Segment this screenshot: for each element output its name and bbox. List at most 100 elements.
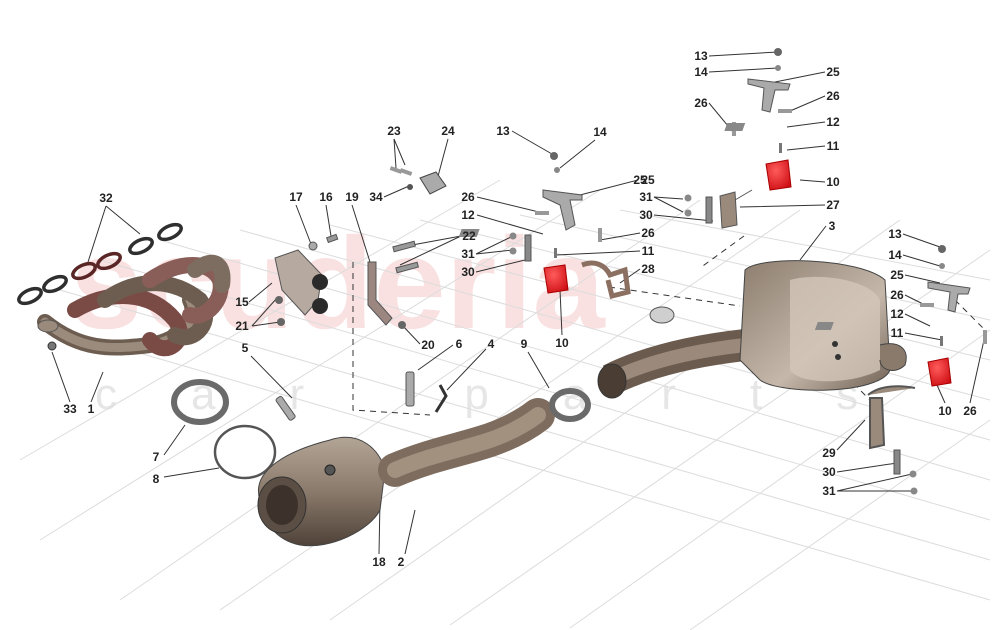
plate-12-top: [724, 123, 746, 131]
washer-14-top: [775, 65, 781, 71]
sealing-ring-8: [213, 424, 277, 480]
rubber-mount-10-right: [927, 357, 952, 387]
washer-14-right: [939, 263, 945, 269]
sensor-bracket-24: [419, 171, 447, 195]
callout-part-32[interactable]: 32: [99, 191, 113, 205]
callout-part-26[interactable]: 26: [461, 190, 475, 204]
callout-part-13[interactable]: 13: [496, 124, 510, 138]
leader-lines: [51, 51, 986, 555]
callout-part-15[interactable]: 15: [235, 295, 249, 309]
callout-part-20[interactable]: 20: [421, 338, 435, 352]
callout-part-10[interactable]: 10: [938, 404, 952, 418]
callout-part-26[interactable]: 26: [694, 96, 708, 110]
nut-31-center-b: [509, 247, 517, 255]
callout-part-12[interactable]: 12: [461, 208, 475, 222]
callout-part-9[interactable]: 9: [520, 337, 528, 351]
callout-part-14[interactable]: 14: [694, 65, 708, 79]
callout-part-16[interactable]: 16: [319, 190, 333, 204]
hanger-bracket-25-center: [542, 189, 583, 231]
vacuum-actuator: [649, 306, 675, 324]
nut-31-top-a: [684, 194, 692, 202]
catalyst-body: [257, 436, 386, 547]
callout-part-13[interactable]: 13: [694, 49, 708, 63]
callout-part-12[interactable]: 12: [826, 115, 840, 129]
screw-11-right: [940, 336, 943, 346]
callout-part-27[interactable]: 27: [826, 198, 840, 212]
callout-part-28[interactable]: 28: [641, 262, 655, 276]
callout-part-19[interactable]: 19: [345, 190, 359, 204]
pipe-clamp-9: [549, 388, 591, 422]
nut-31-top-b: [684, 209, 692, 217]
callout-part-26[interactable]: 26: [890, 288, 904, 302]
callout-part-33[interactable]: 33: [63, 402, 77, 416]
nut-13-top: [774, 48, 782, 56]
callout-part-8[interactable]: 8: [152, 472, 160, 486]
plate-12-center: [458, 229, 480, 237]
callout-part-2[interactable]: 2: [397, 555, 405, 569]
screw-26-center-b: [598, 228, 602, 242]
callout-part-25[interactable]: 25: [826, 65, 840, 79]
callout-part-14[interactable]: 14: [593, 125, 607, 139]
callout-part-11[interactable]: 11: [826, 139, 840, 153]
screw-23a: [389, 166, 403, 174]
callout-part-1[interactable]: 1: [87, 402, 95, 416]
screw-26-right-a: [920, 303, 934, 307]
nut-13-right: [938, 245, 946, 253]
callout-part-31[interactable]: 31: [639, 190, 653, 204]
callout-part-11[interactable]: 11: [641, 244, 655, 258]
callout-part-31[interactable]: 31: [461, 247, 475, 261]
callout-part-5[interactable]: 5: [241, 341, 249, 355]
hanger-29: [867, 385, 916, 450]
screw-11-top: [779, 143, 782, 153]
catalyst-bracket-15: [274, 249, 328, 316]
washer-14-center: [554, 167, 560, 173]
gasket-32: [17, 222, 183, 306]
rubber-mount-10-top: [765, 159, 792, 191]
callout-part-23[interactable]: 23: [387, 124, 401, 138]
callout-part-12[interactable]: 12: [890, 307, 904, 321]
nut-31-right-a: [909, 470, 917, 478]
callout-part-25[interactable]: 25: [641, 173, 655, 187]
callout-part-10[interactable]: 10: [826, 175, 840, 189]
v-band-clamp-7: [171, 379, 229, 425]
callout-part-24[interactable]: 24: [441, 124, 455, 138]
rubber-mount-10-center: [543, 264, 569, 294]
screw-26-right-b: [983, 330, 987, 344]
callout-part-11[interactable]: 11: [890, 326, 904, 340]
callout-part-25[interactable]: 25: [890, 268, 904, 282]
callout-part-26[interactable]: 26: [641, 226, 655, 240]
callout-part-18[interactable]: 18: [372, 555, 386, 569]
screw-22b: [395, 261, 420, 274]
nut-31-right-b: [910, 487, 918, 495]
callout-part-31[interactable]: 31: [822, 484, 836, 498]
plate-12-right: [814, 322, 834, 330]
nut-21a: [275, 296, 283, 304]
callout-part-26[interactable]: 26: [826, 89, 840, 103]
nut-21b: [277, 318, 285, 326]
callout-part-30[interactable]: 30: [822, 465, 836, 479]
callout-part-25[interactable]: 25: [633, 173, 647, 187]
callout-part-34[interactable]: 34: [369, 190, 383, 204]
callout-part-21[interactable]: 21: [235, 319, 249, 333]
callout-part-6[interactable]: 6: [455, 337, 463, 351]
nut-31-center-a: [509, 232, 517, 240]
callout-part-29[interactable]: 29: [822, 446, 836, 460]
plate-30-center: [524, 234, 532, 262]
oxygen-sensor-5: [275, 395, 296, 421]
hanger-28: [581, 260, 631, 300]
callout-part-30[interactable]: 30: [639, 208, 653, 222]
callout-part-3[interactable]: 3: [828, 219, 836, 233]
callout-part-4[interactable]: 4: [487, 337, 495, 351]
callout-part-26[interactable]: 26: [963, 404, 977, 418]
temperature-sensor-4: [434, 384, 448, 413]
oxygen-sensor-6: [405, 371, 415, 407]
callout-part-22[interactable]: 22: [462, 229, 476, 243]
screw-26-center-a: [535, 211, 549, 215]
callout-part-13[interactable]: 13: [888, 227, 902, 241]
callout-part-7[interactable]: 7: [152, 450, 160, 464]
callout-part-14[interactable]: 14: [888, 248, 902, 262]
callout-part-10[interactable]: 10: [555, 336, 569, 350]
callout-part-17[interactable]: 17: [289, 190, 303, 204]
exhaust-manifold-1: [37, 254, 231, 357]
callout-part-30[interactable]: 30: [461, 265, 475, 279]
